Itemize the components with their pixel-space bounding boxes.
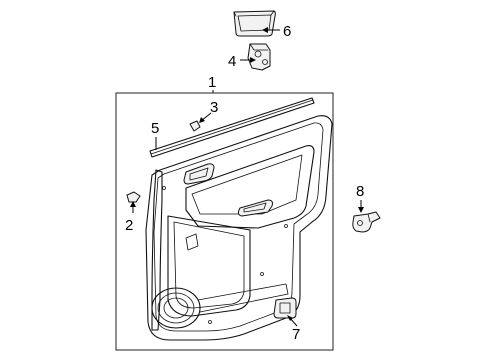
- part-6-handle-cup: [233, 10, 276, 37]
- part-5-belt-moulding: [149, 97, 315, 158]
- part-2-weatherstrip: [151, 169, 163, 331]
- callout-6: 6: [283, 23, 291, 40]
- leader-3: [199, 112, 212, 123]
- assembly-frame: [115, 92, 334, 351]
- part-3-clip: [189, 120, 201, 132]
- part-7-switch-bezel: [273, 297, 297, 319]
- part-4-bracket: [247, 43, 271, 71]
- leader-7: [287, 315, 298, 327]
- leader-4: [240, 57, 256, 63]
- callout-1: 1: [208, 74, 216, 91]
- leader-8: [358, 200, 364, 213]
- callout-7: 7: [292, 326, 300, 343]
- leader-2: [130, 201, 136, 213]
- callout-8: 8: [356, 183, 364, 200]
- callout-2: 2: [125, 217, 133, 234]
- part-2-fastener: [126, 191, 141, 203]
- callout-3: 3: [210, 99, 218, 116]
- callout-4: 4: [228, 53, 236, 70]
- part-8-switch: [352, 211, 381, 233]
- leader-6: [262, 27, 280, 33]
- callout-5: 5: [151, 120, 159, 137]
